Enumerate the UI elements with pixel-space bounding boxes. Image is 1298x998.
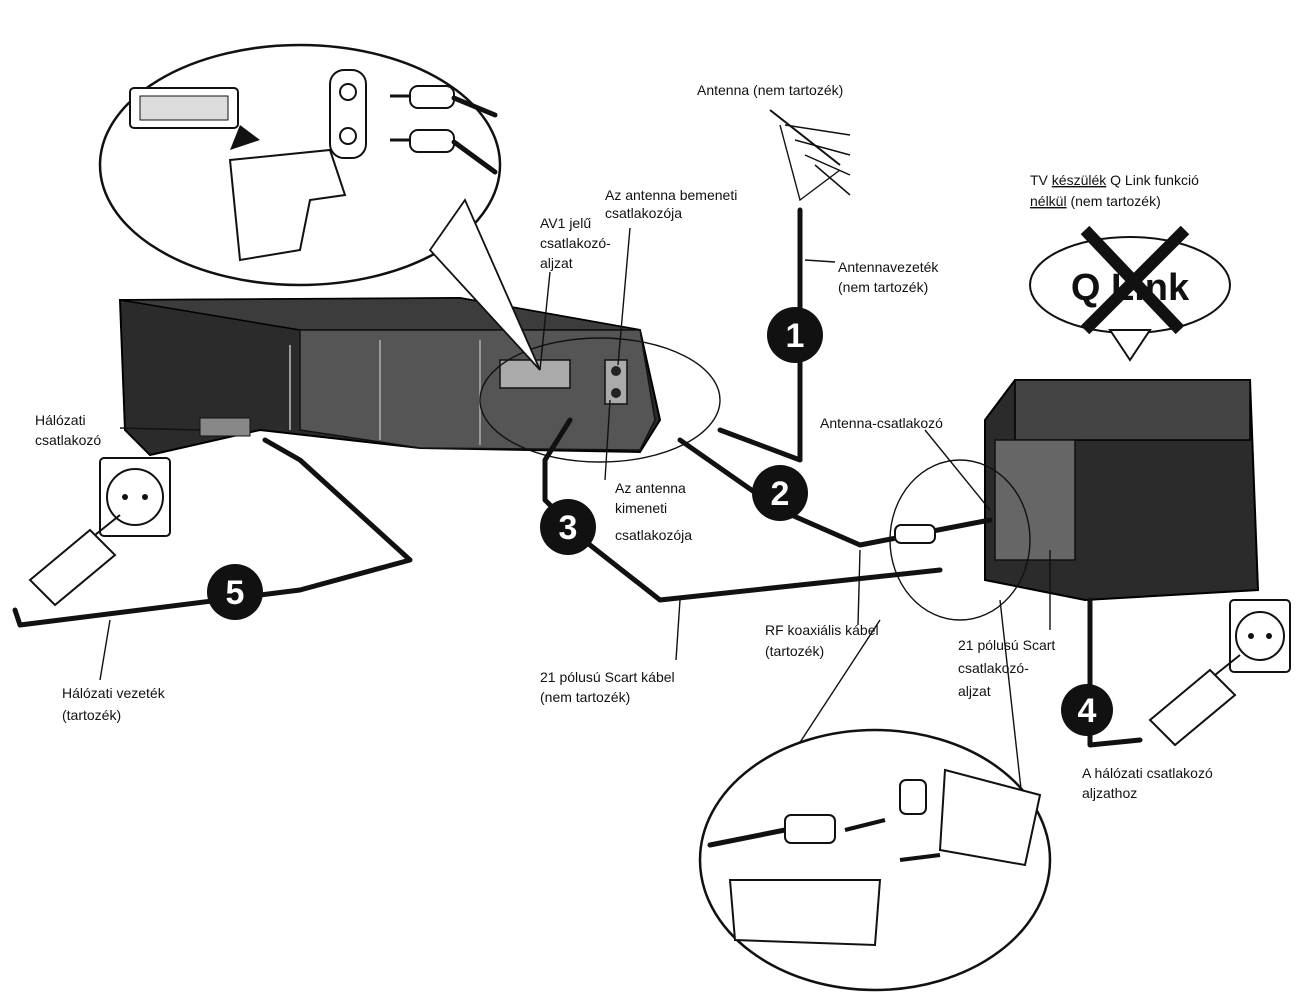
vcr-mains-plug	[28, 514, 121, 607]
label-tv-no-qlink: nélkül (nem tartozék)	[1030, 193, 1161, 209]
rf-plug-icon	[409, 85, 455, 109]
qlink-logo-crossed: Q Link	[1029, 225, 1231, 362]
svg-text:1: 1	[786, 317, 805, 355]
tv-set	[984, 379, 1260, 602]
scart-plug-icon	[228, 148, 347, 262]
scart-plug-icon	[728, 879, 882, 947]
tv-mains-plug	[1148, 654, 1241, 747]
svg-text:2: 2	[771, 475, 790, 513]
label-tv-no-qlink: TV készülék Q Link funkció	[1030, 172, 1199, 188]
tv-scart-socket-icon	[938, 768, 1042, 867]
step-badge-5: 5	[207, 564, 263, 620]
label-antenna: Antenna (nem tartozék)	[697, 82, 843, 98]
label-scart-socket: csatlakozó-	[958, 660, 1029, 676]
rf-plug-icon	[409, 129, 455, 153]
label-rf-cable: (tartozék)	[765, 643, 824, 659]
label-scart-cable: 21 pólusú Scart kábel	[540, 669, 675, 685]
label-antenna-cable: (nem tartozék)	[838, 279, 928, 295]
label-mains-cable: Hálózati vezeték	[62, 685, 166, 701]
antenna	[769, 109, 851, 202]
label-mains-socket: Hálózati	[35, 412, 86, 428]
tv-mains-cable	[1087, 597, 1143, 748]
label-antenna-output: Az antenna	[615, 480, 686, 496]
antenna-cable	[717, 207, 803, 463]
label-scart-cable: (nem tartozék)	[540, 689, 630, 705]
label-antenna-output: csatlakozója	[615, 527, 692, 543]
vcr-inset-zoom	[98, 43, 541, 371]
step-badge-2: 2	[752, 465, 808, 521]
vcr-unit	[118, 296, 662, 457]
label-av1: AV1 jelű	[540, 215, 591, 231]
label-av1: aljzat	[540, 255, 573, 271]
leader-lines	[99, 227, 1051, 681]
tv-antenna-socket-icon	[899, 779, 927, 815]
label-to-outlet: A hálózati csatlakozó	[1082, 765, 1213, 781]
label-rf-cable: RF koaxiális kábel	[765, 622, 879, 638]
vcr-mains-port	[199, 417, 251, 437]
step-badge-4: 4	[1061, 684, 1113, 736]
label-scart-socket: 21 pólusú Scart	[958, 637, 1055, 653]
tv-inset-zoom	[698, 599, 1052, 992]
tv-back-panel	[994, 439, 1076, 561]
vcr-rf-ports	[604, 359, 628, 405]
label-antenna-input: csatlakozója	[605, 205, 682, 221]
label-scart-socket: aljzat	[958, 683, 991, 699]
vcr-wall-outlet	[99, 457, 171, 537]
vcr-mains-cable	[12, 437, 413, 628]
step-badge-1: 1	[767, 307, 823, 363]
label-antenna-input: Az antenna bemeneti	[605, 187, 737, 203]
svg-text:4: 4	[1078, 692, 1097, 730]
vcr-zoom-ring	[479, 337, 721, 463]
label-antenna-connector: Antenna-csatlakozó	[820, 415, 943, 431]
label-av1: csatlakozó-	[540, 235, 611, 251]
rf-coaxial-cable	[677, 437, 993, 548]
tv-wall-outlet	[1229, 599, 1291, 673]
label-to-outlet: aljzathoz	[1082, 785, 1137, 801]
svg-text:5: 5	[226, 574, 245, 612]
label-antenna-output: kimeneti	[615, 500, 667, 516]
label-mains-cable: (tartozék)	[62, 707, 121, 723]
svg-text:3: 3	[559, 509, 578, 547]
label-antenna-cable: Antennavezeték	[838, 259, 939, 275]
label-mains-socket: csatlakozó	[35, 432, 101, 448]
step-badge-3: 3	[540, 499, 596, 555]
rf-plug-icon	[784, 814, 836, 844]
